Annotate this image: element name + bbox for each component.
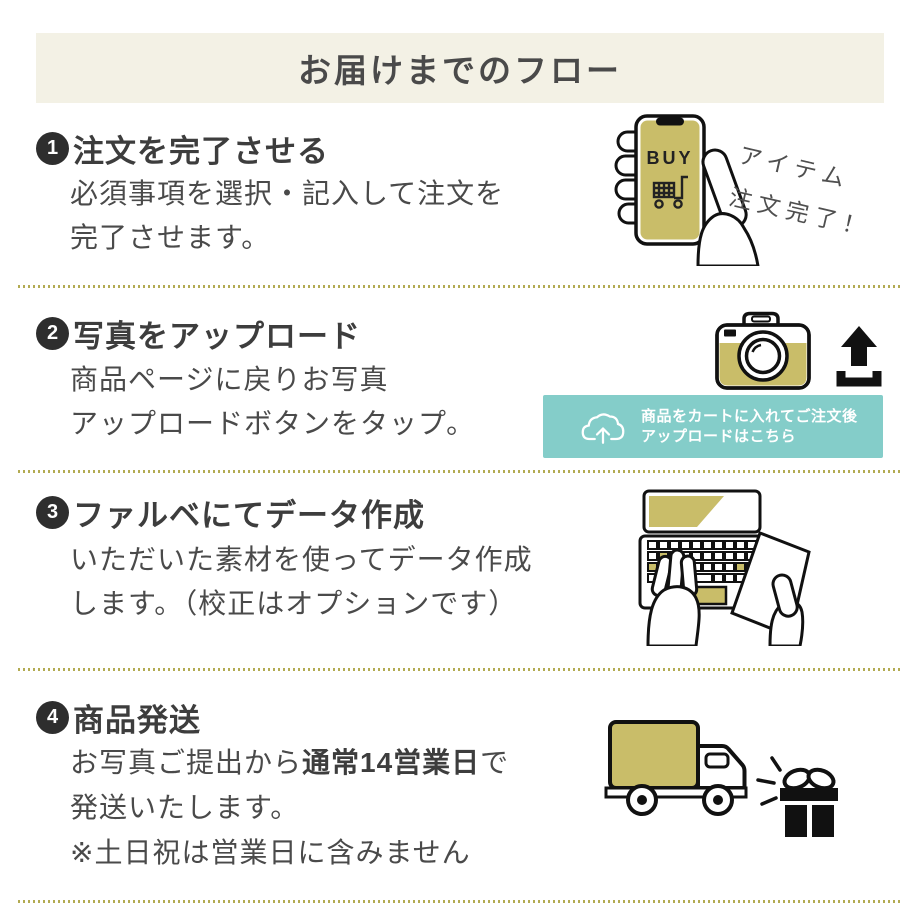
step-4-line-1: お写真ご提出から通常14営業日で <box>70 747 510 778</box>
step-4-number-badge: 4 <box>36 701 69 734</box>
step-2-line-1: 商品ページに戻りお写真 <box>70 364 389 395</box>
hand-thumb-icon <box>696 148 760 266</box>
upload-icon <box>836 326 882 387</box>
step-1-line-1: 必須事項を選択・記入して注文を <box>70 178 505 209</box>
shipping-illustration <box>604 720 838 837</box>
dotted-divider-2 <box>18 470 902 473</box>
dotted-divider-3 <box>18 668 902 671</box>
dotted-divider-4 <box>18 900 902 903</box>
step-4-description: お写真ご提出から通常14営業日で 発送いたします。 ※土日祝は営業日に含みません <box>70 740 509 875</box>
step-4-title: 4 商品発送 <box>36 695 201 740</box>
upload-banner-text: 商品をカートに入れてご注文後 アップロードはこちら <box>641 407 858 447</box>
dotted-divider-1 <box>18 285 902 288</box>
step-3-title: 3 ファルベにてデータ作成 <box>36 490 425 535</box>
camera-icon <box>715 311 811 390</box>
smartphone-icon <box>634 114 706 246</box>
truck-icon <box>604 720 748 816</box>
left-hand-icon <box>646 548 701 646</box>
step-1-title: 1 注文を完了させる <box>36 126 329 171</box>
step-2-number-badge: 2 <box>36 317 69 350</box>
sparkle-icon <box>756 756 782 806</box>
upload-banner-line-1: 商品をカートに入れてご注文後 <box>641 407 858 425</box>
step-3-title-text: ファルベにてデータ作成 <box>73 498 425 533</box>
laptop-illustration <box>638 489 811 646</box>
step-3-number-badge: 3 <box>36 496 69 529</box>
phone-in-hand-illustration: BUY <box>614 114 760 266</box>
cart-icon <box>652 175 688 209</box>
gift-icon <box>780 767 838 837</box>
step-1-title-text: 注文を完了させる <box>73 134 329 169</box>
step-3-line-2: します。（校正はオプションです） <box>70 588 518 619</box>
upload-banner-line-2: アップロードはこちら <box>641 427 797 445</box>
page-title: お届けまでのフロー <box>298 52 622 89</box>
step-2-title-text: 写真をアップロード <box>73 319 361 354</box>
step-1-number-badge: 1 <box>36 132 69 165</box>
step-4-line-2: 発送いたします。 <box>70 792 300 823</box>
step-2-line-2: アップロードボタンをタップ。 <box>70 408 476 439</box>
buy-label: BUY <box>646 148 693 168</box>
upload-banner-button[interactable]: 商品をカートに入れてご注文後 アップロードはこちら <box>543 395 883 458</box>
header-bar: お届けまでのフロー <box>36 33 884 103</box>
step-4-line-3: ※土日祝は営業日に含みません <box>70 837 471 868</box>
step-3-description: いただいた素材を使ってデータ作成 します。（校正はオプションです） <box>70 538 533 626</box>
laptop-screen-icon <box>642 489 762 534</box>
right-hand-icon <box>768 573 805 646</box>
step-1-line-2: 完了させます。 <box>70 222 271 253</box>
step-2-title: 2 写真をアップロード <box>36 311 361 356</box>
step-2-description: 商品ページに戻りお写真 アップロードボタンをタップ。 <box>70 358 475 446</box>
step-1-description: 必須事項を選択・記入して注文を 完了させます。 <box>70 172 504 260</box>
cloud-upload-icon <box>581 412 625 444</box>
step-3-line-1: いただいた素材を使ってデータ作成 <box>70 544 533 575</box>
step-4-title-text: 商品発送 <box>73 703 201 738</box>
